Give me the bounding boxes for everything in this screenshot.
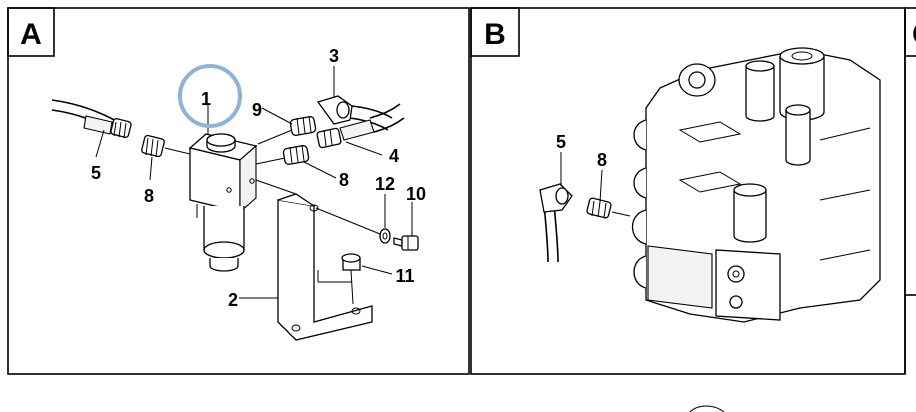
callout-a-5: 5 xyxy=(91,163,101,183)
panel-c-letter: C xyxy=(912,18,916,51)
panel-b-letter: B xyxy=(484,18,506,51)
callout-a-2: 2 xyxy=(228,290,238,310)
callout-a-8-left: 8 xyxy=(144,186,154,206)
panel-b-tab: B xyxy=(470,7,520,57)
cropped-fragment xyxy=(689,405,725,412)
panel-a-frame xyxy=(7,7,470,375)
highlight-ring xyxy=(178,64,242,128)
callout-a-11: 11 xyxy=(395,266,414,286)
callout-a-1: 1 xyxy=(201,89,211,109)
panel-a-tab: A xyxy=(7,7,55,57)
callout-a-9: 9 xyxy=(252,100,262,120)
callout-a-12: 12 xyxy=(375,174,395,194)
panel-a-drawing xyxy=(51,66,419,341)
panel-c-tab: C xyxy=(904,7,916,57)
callout-b-5: 5 xyxy=(556,132,566,152)
panel-a-letter: A xyxy=(20,18,42,51)
callout-a-4: 4 xyxy=(389,146,399,166)
panel-b-drawing xyxy=(539,47,881,323)
callout-a-3: 3 xyxy=(329,46,339,66)
callout-a-8-right: 8 xyxy=(339,170,349,190)
callout-b-8: 8 xyxy=(597,150,607,170)
callout-a-10: 10 xyxy=(406,184,426,204)
